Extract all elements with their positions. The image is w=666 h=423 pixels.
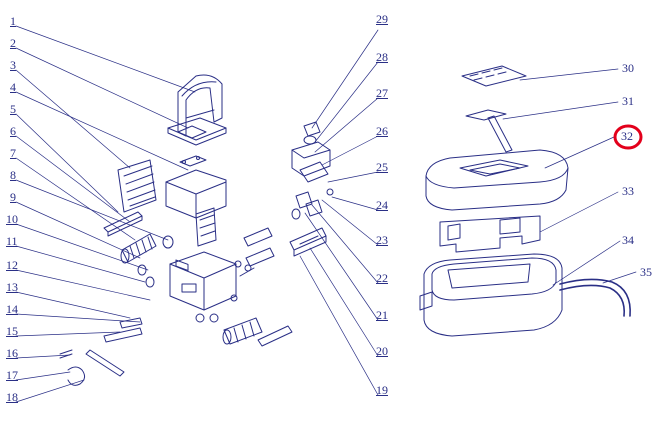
- hood-cover-part: [425, 149, 569, 211]
- part-label-31: 31: [622, 94, 634, 108]
- part-label-9: 9: [10, 190, 16, 204]
- part-label-34: 34: [622, 233, 634, 247]
- hose-part: [559, 278, 631, 317]
- part-label-6: 6: [10, 124, 16, 138]
- part-label-29: 29: [376, 12, 388, 26]
- part-label-25: 25: [376, 160, 388, 174]
- part-label-12: 12: [6, 258, 18, 272]
- impeller-cover-part: [289, 227, 327, 257]
- part-label-19: 19: [376, 383, 388, 397]
- part-label-1: 1: [10, 14, 16, 28]
- part-label-20: 20: [376, 344, 388, 358]
- part-label-26: 26: [376, 124, 388, 138]
- part-label-22: 22: [376, 271, 388, 285]
- part-label-27: 27: [376, 86, 388, 100]
- track-blades: [234, 227, 275, 277]
- motor-assembly: [291, 121, 334, 220]
- part-label-17: 17: [6, 368, 18, 382]
- control-panel-part: [461, 65, 527, 87]
- small-wheel-part: [137, 235, 174, 288]
- filter-screen-part: [117, 159, 157, 213]
- small-parts-bottom-left: [59, 317, 143, 386]
- part-label-11: 11: [6, 234, 18, 248]
- part-label-13: 13: [6, 280, 18, 294]
- clip-part: [179, 155, 207, 167]
- part-label-32: 32: [621, 129, 633, 143]
- top-plate-part: [167, 117, 227, 146]
- side-filter-part: [195, 207, 217, 247]
- part-label-21: 21: [376, 308, 388, 322]
- highlight-circle: [613, 124, 643, 150]
- leader-lines-left: [15, 25, 196, 403]
- part-label-14: 14: [6, 302, 18, 316]
- part-label-8: 8: [10, 168, 16, 182]
- part-label-10: 10: [6, 212, 18, 226]
- part-label-28: 28: [376, 50, 388, 64]
- part-label-3: 3: [10, 58, 16, 72]
- part-label-15: 15: [6, 324, 18, 338]
- part-label-7: 7: [10, 146, 16, 160]
- part-label-33: 33: [622, 184, 634, 198]
- part-label-24: 24: [376, 198, 388, 212]
- inner-frame-part: [439, 215, 541, 253]
- lower-body-part: [169, 251, 238, 323]
- part-label-30: 30: [622, 61, 634, 75]
- part-label-16: 16: [6, 346, 18, 360]
- brush-roller-left: [120, 233, 157, 264]
- part-label-23: 23: [376, 233, 388, 247]
- handle-part: [177, 74, 223, 137]
- part-label-35: 35: [640, 265, 652, 279]
- part-label-4: 4: [10, 80, 16, 94]
- brush-roller-right: [222, 317, 293, 347]
- membrane-part: [465, 109, 513, 153]
- leader-lines-right: [502, 68, 637, 286]
- part-label-2: 2: [10, 36, 16, 50]
- rail-part: [103, 211, 143, 237]
- leader-lines-center: [299, 29, 379, 396]
- part-label-18: 18: [6, 390, 18, 404]
- base-housing-part: [419, 253, 563, 337]
- part-label-5: 5: [10, 102, 16, 116]
